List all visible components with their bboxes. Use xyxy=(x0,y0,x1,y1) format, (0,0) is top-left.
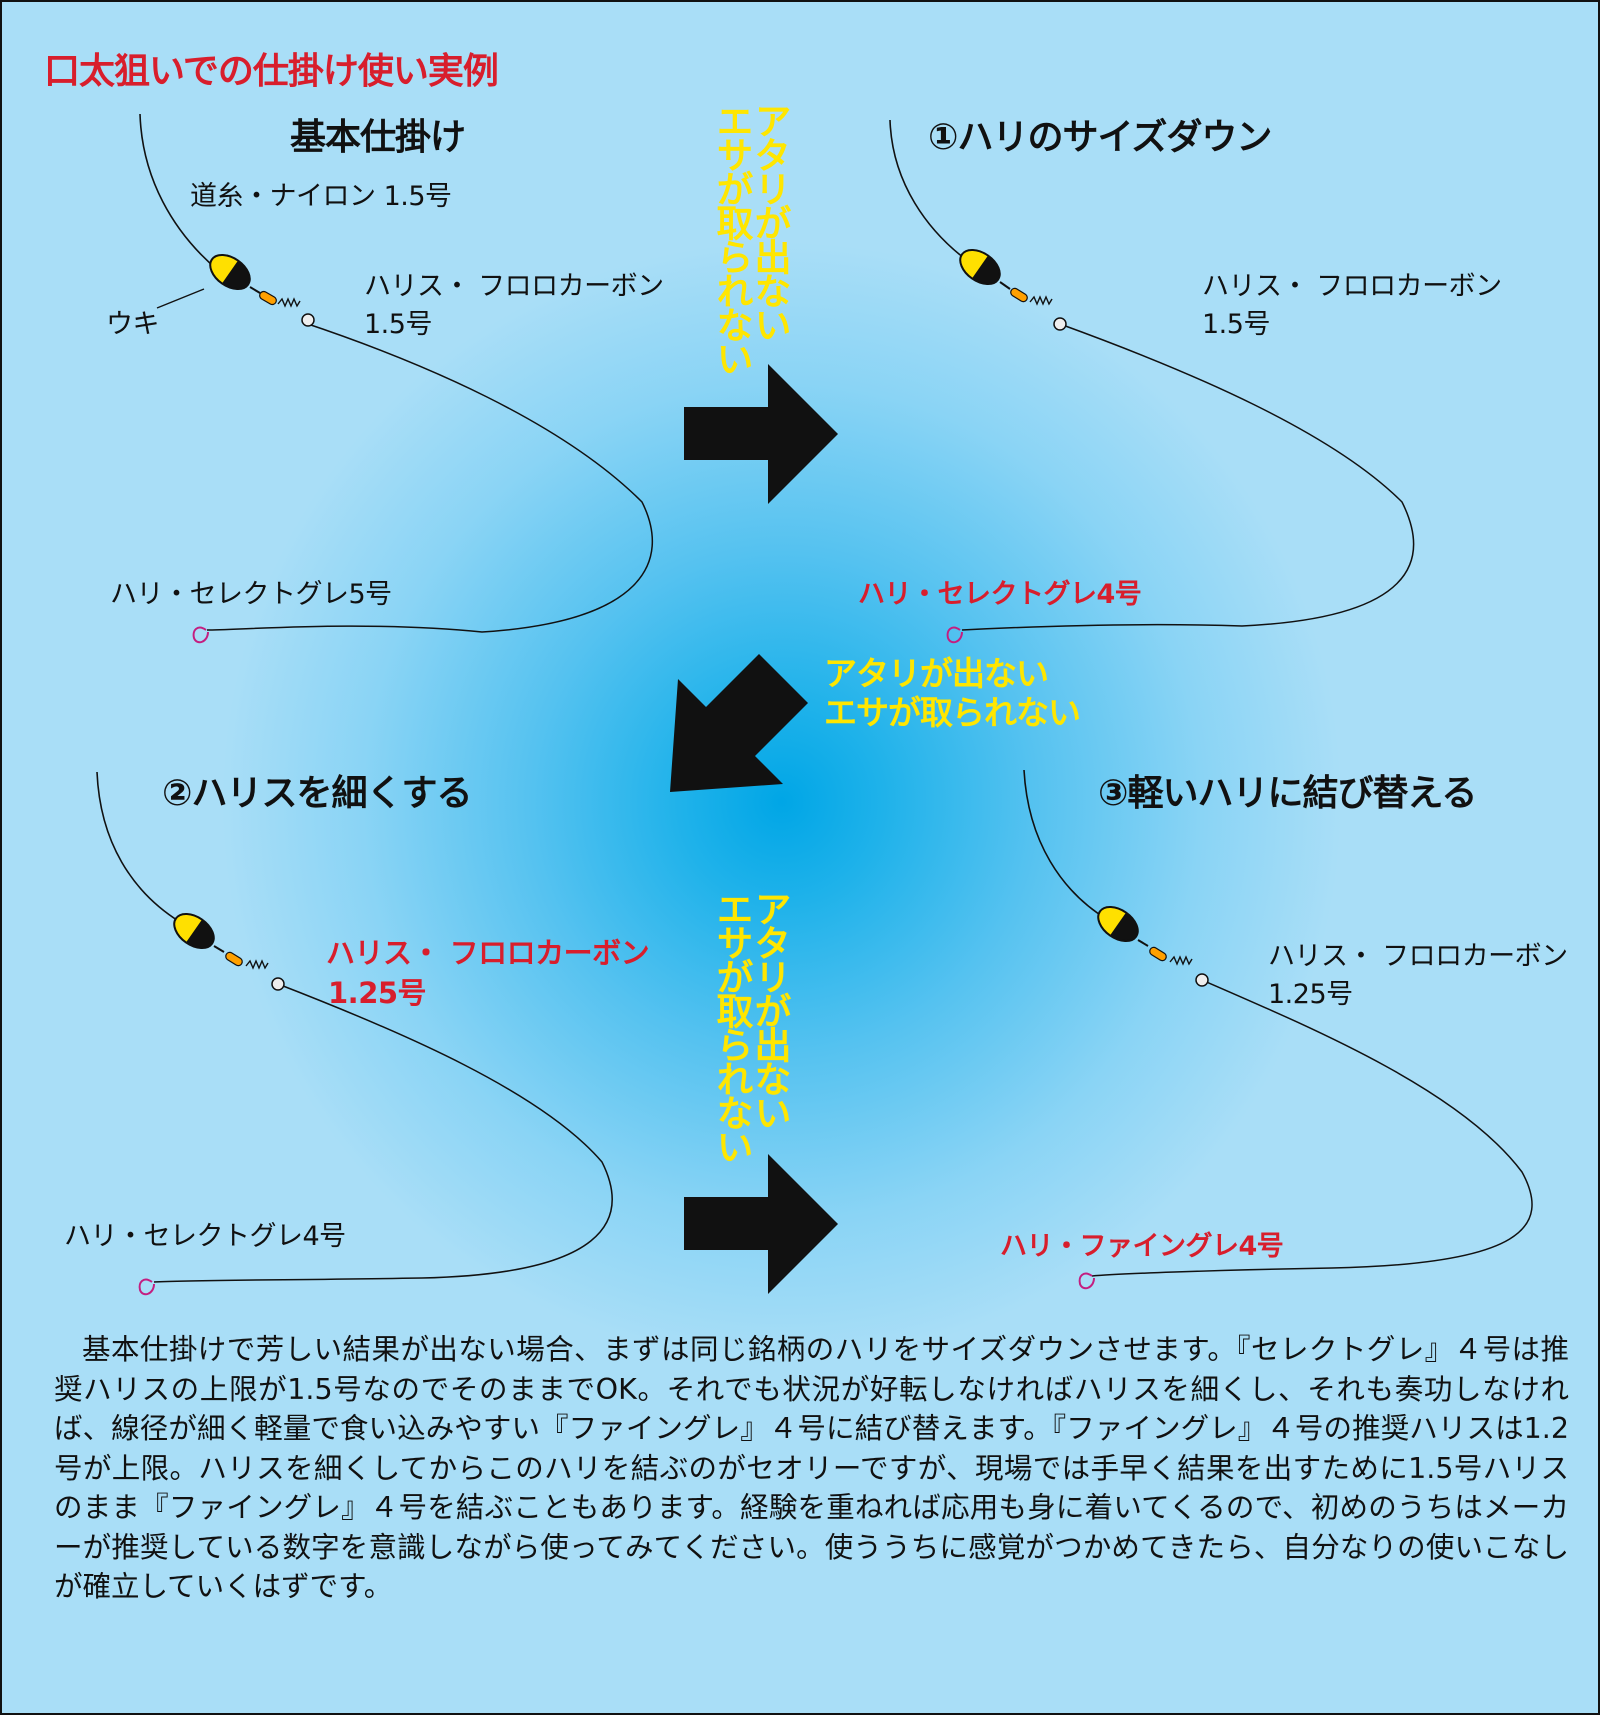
leader-label: ハリス・ フロロカーボン xyxy=(1268,941,1568,972)
arrow-down-left-icon xyxy=(670,654,808,792)
explanation-paragraph: 基本仕掛けで芳しい結果が出ない場合、まずは同じ銘柄のハリをサイズダウンさせます。… xyxy=(54,1333,1569,1603)
leader-label: ハリス・ フロロカーボン xyxy=(1202,271,1502,302)
swivel-icon xyxy=(271,977,285,991)
stopper-icon xyxy=(1010,287,1028,303)
swivel-icon xyxy=(1195,973,1209,987)
rig-hook-size-down xyxy=(889,119,1415,644)
rig-thinner-leader xyxy=(96,771,613,1296)
float-icon xyxy=(173,912,215,950)
sinker-spring xyxy=(277,297,301,308)
float-icon xyxy=(1097,905,1139,943)
leader-size-label: 1.25号 xyxy=(328,976,427,1010)
leader-size-label: 1.5号 xyxy=(1202,309,1270,340)
swivel-icon xyxy=(301,313,315,327)
leader-line xyxy=(1091,979,1533,1277)
arrow-right-top-icon xyxy=(684,364,838,504)
swivel-icon xyxy=(1053,317,1067,331)
main-line-label: 道糸・ナイロン 1.5号 xyxy=(190,181,452,212)
leader-size-label: 1.25号 xyxy=(1268,979,1353,1010)
main-line xyxy=(96,771,181,923)
hook-icon xyxy=(192,626,209,644)
float-label: ウキ xyxy=(106,309,160,340)
arrow-caption-line2: エサが取られない xyxy=(710,890,753,1162)
panel-title-thinner-leader: ②ハリスを細くする xyxy=(162,773,472,814)
stopper-icon xyxy=(1149,946,1167,962)
arrow-caption-line1: アタリが出ない xyxy=(748,890,791,1128)
main-line xyxy=(1023,769,1109,921)
main-line xyxy=(139,113,221,273)
panel-title-lighter-hook: ③軽いハリに結び替える xyxy=(1098,773,1477,814)
leader-line xyxy=(961,323,1415,631)
rig-lighter-hook xyxy=(1023,769,1533,1290)
hook-icon xyxy=(1078,1272,1095,1290)
sinker-spring xyxy=(245,959,269,970)
hook-icon xyxy=(138,1278,155,1296)
arrow-caption-line2: エサが取られない xyxy=(710,102,753,374)
panel-title-basic: 基本仕掛け xyxy=(290,117,466,158)
float-pointer xyxy=(156,288,205,309)
float-icon xyxy=(209,253,251,291)
sinker-spring xyxy=(1029,295,1053,306)
sinker-spring xyxy=(1169,955,1193,966)
main-title: 口太狙いでの仕掛け使い実例 xyxy=(44,51,499,92)
hook-label: ハリ・セレクトグレ4号 xyxy=(858,579,1142,610)
hook-label: ハリ・ファイングレ4号 xyxy=(1000,1231,1284,1262)
leader-size-label: 1.5号 xyxy=(364,309,432,340)
leader-label: ハリス・ フロロカーボン xyxy=(326,936,650,970)
float-icon xyxy=(959,248,1001,286)
hook-label: ハリ・セレクトグレ5号 xyxy=(110,579,392,610)
arrow-right-bottom-icon xyxy=(684,1154,838,1294)
hook-label: ハリ・セレクトグレ4号 xyxy=(64,1221,346,1252)
leader-line xyxy=(153,983,613,1283)
arrow-caption-line1: アタリが出ない xyxy=(824,654,1049,693)
arrow-caption-line2: エサが取られない xyxy=(824,693,1081,732)
panel-title-hook-size-down: ①ハリのサイズダウン xyxy=(928,117,1272,158)
leader-label: ハリス・ フロロカーボン xyxy=(364,271,664,302)
stopper-icon xyxy=(225,951,243,967)
rig-basic xyxy=(139,113,654,644)
hook-icon xyxy=(946,626,963,644)
stopper-icon xyxy=(259,290,277,306)
arrow-caption-line1: アタリが出ない xyxy=(748,102,791,340)
leader-line xyxy=(206,321,654,633)
main-line xyxy=(889,119,973,265)
